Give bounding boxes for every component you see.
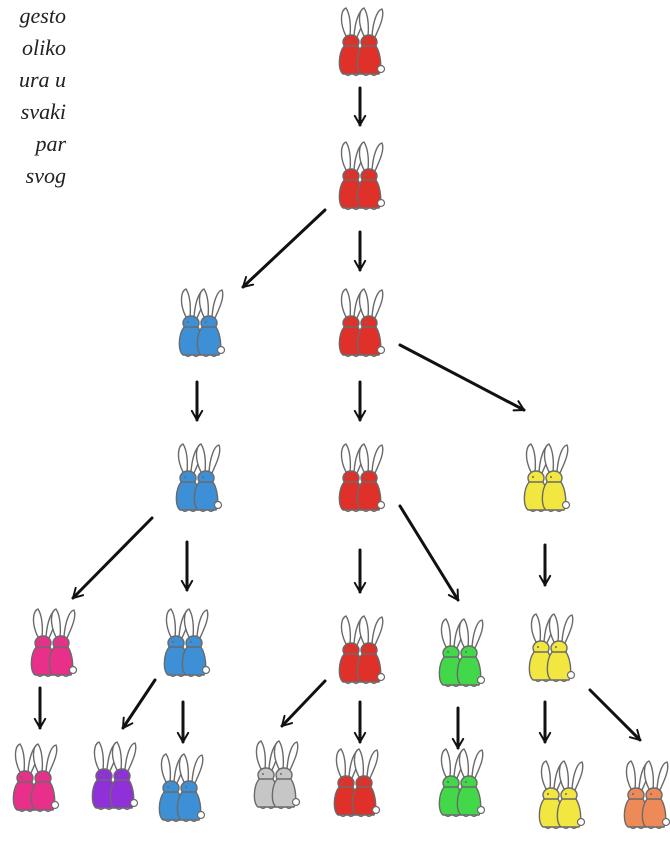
rabbit-shape — [181, 608, 211, 678]
rabbit-shape — [253, 740, 283, 810]
rabbit-shape — [356, 615, 386, 685]
caption-line: par — [35, 131, 66, 156]
arrow-p9-to-p14 — [121, 678, 157, 730]
rabbit-shape — [641, 760, 670, 830]
rabbit-pair-yellow-p12 — [528, 613, 576, 683]
rabbit-shape — [163, 608, 193, 678]
rabbit-pair-red-p10 — [338, 615, 386, 685]
rabbit-pair-red-p6 — [338, 443, 386, 513]
rabbit-pair-green-p11 — [438, 618, 486, 688]
rabbit-shape — [546, 613, 576, 683]
rabbit-shape — [271, 740, 301, 810]
rabbit-shape — [351, 748, 381, 818]
rabbit-pair-pink-p8 — [30, 608, 78, 678]
rabbit-pair-gray-p16 — [253, 740, 301, 810]
rabbit-shape — [109, 741, 139, 811]
arrow-p4-to-p7 — [398, 343, 526, 412]
rabbit-pair-red-p1 — [338, 7, 386, 77]
rabbit-pair-green-p18 — [438, 748, 486, 818]
rabbit-pair-blue-p3 — [178, 288, 226, 358]
rabbit-pair-red-p2 — [338, 141, 386, 211]
arrow-p6-to-p11 — [398, 504, 460, 602]
caption-line: oliko — [22, 35, 66, 60]
caption-line: svaki — [20, 99, 66, 124]
rabbit-pair-red-p17 — [333, 748, 381, 818]
rabbit-shape — [176, 753, 206, 823]
rabbit-pair-red-p4 — [338, 288, 386, 358]
rabbit-shape — [356, 141, 386, 211]
arrow-p2-to-p3 — [241, 208, 327, 289]
rabbit-shape — [196, 288, 226, 358]
rabbit-pair-orange-p20 — [623, 760, 670, 830]
arrow-p10-to-p16 — [280, 679, 327, 728]
rabbit-shape — [456, 618, 486, 688]
caption-line: gesto — [19, 3, 66, 28]
rabbit-shape — [541, 443, 571, 513]
rabbit-shape — [356, 288, 386, 358]
rabbit-pair-yellow-p19 — [538, 760, 586, 830]
arrow-p12-to-p20 — [588, 688, 642, 742]
rabbit-shape — [356, 443, 386, 513]
rabbit-shape — [48, 608, 78, 678]
rabbit-shape — [356, 7, 386, 77]
rabbit-shape — [193, 443, 223, 513]
rabbit-shape — [456, 748, 486, 818]
rabbit-shape — [556, 760, 586, 830]
rabbit-pair-yellow-p7 — [523, 443, 571, 513]
caption-line: svog — [25, 163, 66, 188]
rabbit-pair-pink-p13 — [12, 743, 60, 813]
arrow-p5-to-p8 — [71, 516, 154, 600]
rabbit-pair-blue-p15 — [158, 753, 206, 823]
caption-text: gesto oliko ura u svaki par svog — [0, 0, 66, 192]
rabbit-pair-blue-p9 — [163, 608, 211, 678]
rabbit-shape — [30, 743, 60, 813]
rabbit-pair-blue-p5 — [175, 443, 223, 513]
rabbit-pair-purple-p14 — [91, 741, 139, 811]
caption-line: ura u — [18, 67, 66, 92]
